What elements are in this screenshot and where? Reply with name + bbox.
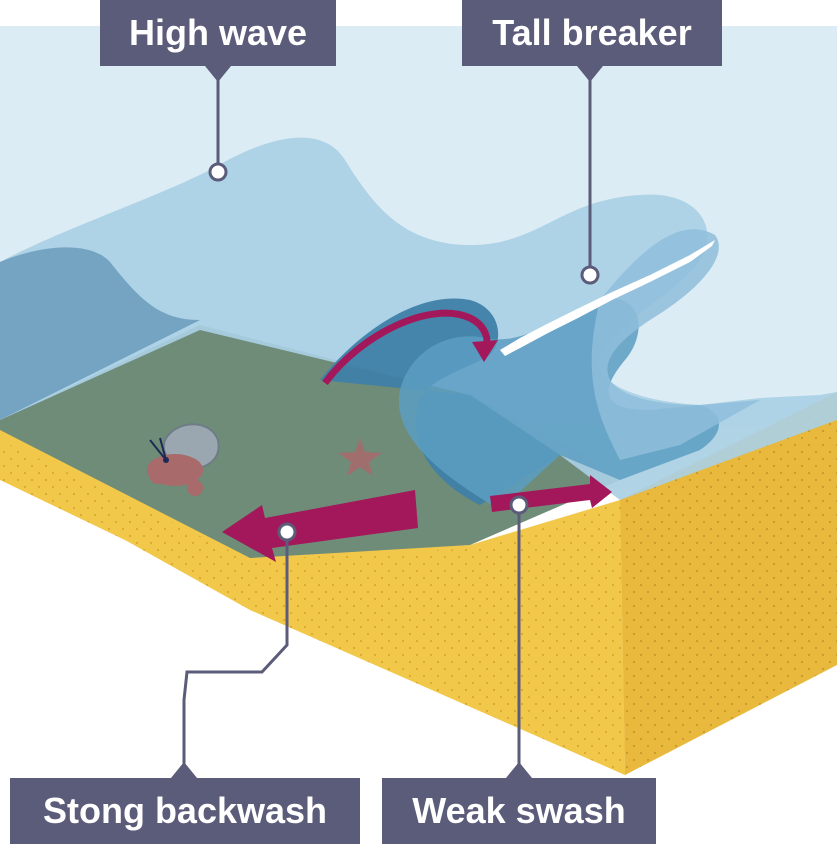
hermit-crab-icon <box>147 423 220 496</box>
beach-sand-side <box>620 395 837 775</box>
seabed <box>0 325 620 558</box>
high-wave-label: High wave <box>100 0 336 66</box>
high-wave-marker <box>208 162 228 182</box>
backwash-pointer <box>171 762 197 778</box>
tall-breaker-pointer <box>577 66 603 82</box>
breaker-foam <box>500 240 715 356</box>
high-wave-pointer <box>205 66 231 82</box>
swash-pointer <box>506 762 532 778</box>
tall-breaker-marker <box>580 265 600 285</box>
strong-backwash-label: Stong backwash <box>10 778 360 844</box>
beach-sand-lower <box>0 440 625 775</box>
backwash-marker <box>277 522 297 542</box>
tall-breaker-label: Tall breaker <box>462 0 722 66</box>
weak-swash-label: Weak swash <box>382 778 656 844</box>
strong-backwash-arrow <box>222 490 418 562</box>
backwash-leader <box>182 532 289 778</box>
wave-trough-left <box>0 247 200 420</box>
breaker-motion-arrowhead <box>472 340 498 362</box>
starfish-icon <box>338 438 382 476</box>
breaker-motion-arrow <box>322 309 491 386</box>
swash-marker <box>509 495 529 515</box>
